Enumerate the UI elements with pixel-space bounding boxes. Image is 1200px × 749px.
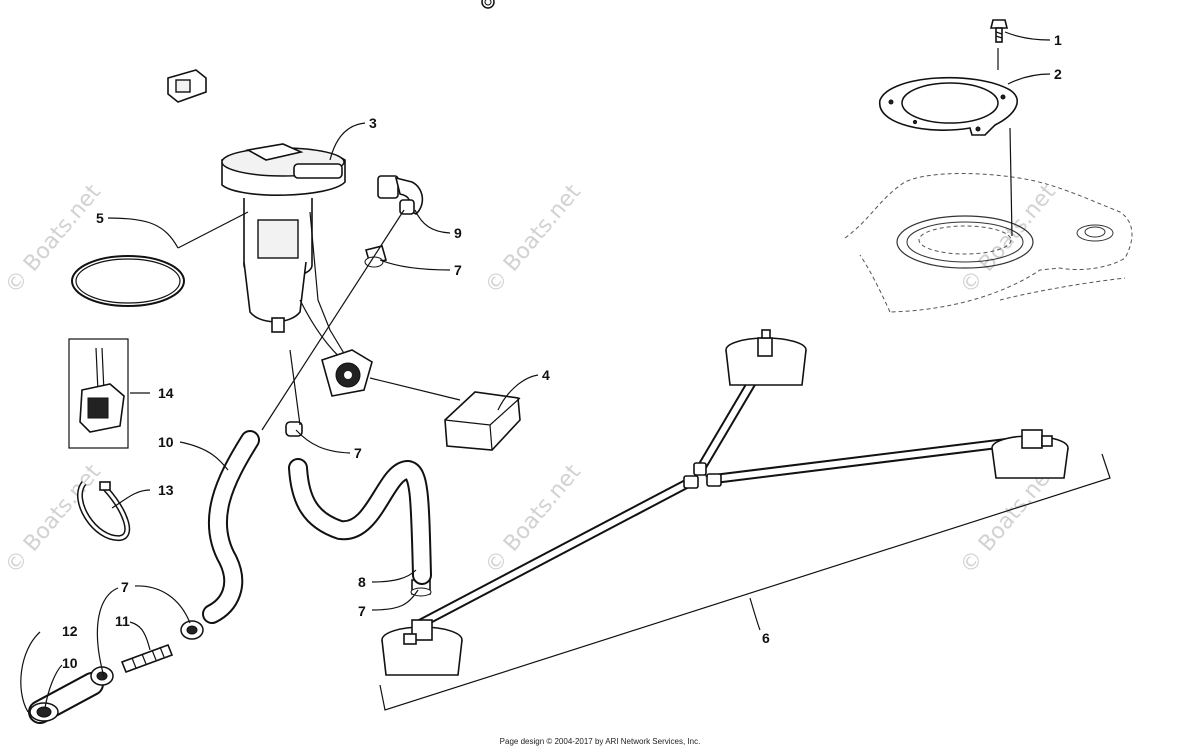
callout-10-upper: 10 bbox=[158, 434, 174, 450]
cable-tie-part bbox=[76, 481, 131, 541]
fuel-hose-10 bbox=[202, 430, 260, 624]
callout-13: 13 bbox=[158, 482, 174, 498]
callout-5: 5 bbox=[96, 210, 104, 226]
callout-11: 11 bbox=[115, 613, 130, 629]
callout-7-left: 7 bbox=[121, 579, 129, 595]
watermark-1: © Boats.net bbox=[0, 180, 106, 299]
screw-part bbox=[989, 19, 1009, 43]
callout-2: 2 bbox=[1054, 66, 1062, 82]
watermark-3: © Boats.net bbox=[955, 180, 1061, 299]
callout-7-middle: 7 bbox=[354, 445, 362, 461]
callout-10-lower: 10 bbox=[62, 655, 78, 671]
page-footer: Page design © 2004-2017 by ARI Network S… bbox=[499, 737, 701, 746]
callout-12: 12 bbox=[62, 623, 78, 639]
wiring-connector-part bbox=[68, 338, 129, 449]
hose-clamp-upper bbox=[364, 245, 387, 268]
quick-connect-elbow bbox=[377, 175, 424, 215]
callout-6: 6 bbox=[762, 630, 770, 646]
callout-4: 4 bbox=[542, 367, 550, 383]
retainer-plate-part bbox=[879, 76, 1018, 136]
callout-14: 14 bbox=[158, 385, 174, 401]
callout-8: 8 bbox=[358, 574, 366, 590]
hose-fitting-part bbox=[120, 643, 174, 674]
registered-mark-icon bbox=[481, 0, 495, 9]
pump-seal-ring bbox=[71, 255, 185, 307]
watermark-2: © Boats.net bbox=[480, 180, 586, 299]
fuel-hose-8 bbox=[288, 458, 432, 585]
callout-1: 1 bbox=[1054, 32, 1062, 48]
short-hose-assembly bbox=[28, 620, 204, 724]
fuel-tank-outline bbox=[844, 48, 1133, 313]
callout-3: 3 bbox=[369, 115, 377, 131]
callout-9: 9 bbox=[454, 225, 462, 241]
callouts: 1 2 3 4 5 6 7 7 7 7 8 9 10 10 11 12 13 1… bbox=[62, 32, 1062, 671]
callout-7-upper: 7 bbox=[454, 262, 462, 278]
callout-7-lower: 7 bbox=[358, 603, 366, 619]
watermarks: © Boats.net © Boats.net © Boats.net © Bo… bbox=[0, 180, 1061, 579]
fuel-pump-assembly bbox=[167, 69, 461, 401]
pickup-assembly-part bbox=[379, 329, 1111, 711]
leader-lines bbox=[20, 31, 1051, 713]
fuel-float-part bbox=[444, 391, 521, 451]
